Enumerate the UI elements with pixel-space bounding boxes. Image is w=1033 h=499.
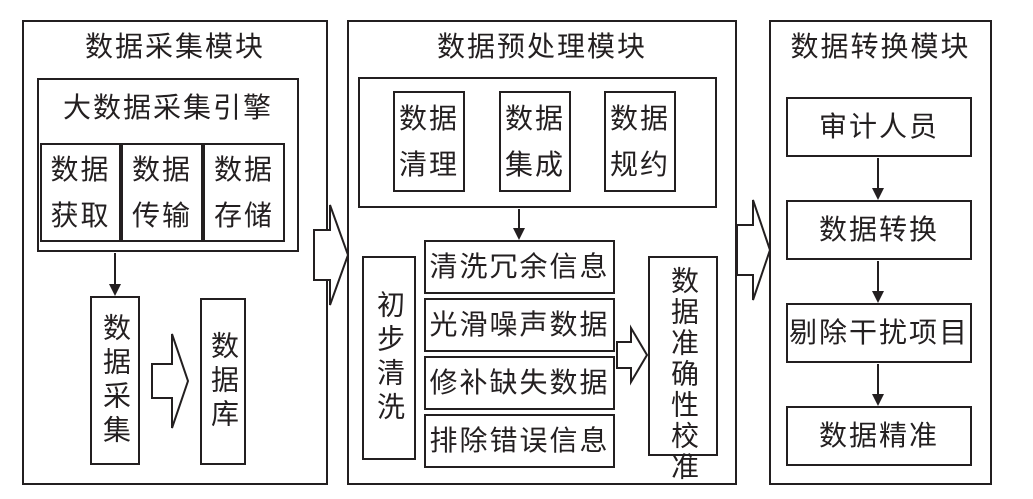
clean-item-noise: 光滑噪声数据 bbox=[424, 298, 615, 352]
database-label: 数据库 bbox=[207, 330, 240, 433]
clean-item-error: 排除错误信息 bbox=[424, 414, 615, 468]
conversion-module-title: 数据转换模块 bbox=[790, 30, 971, 63]
engine-step-transfer: 数据 传输 bbox=[121, 143, 203, 242]
engine-step-store-line1: 数据 bbox=[213, 152, 274, 186]
engine-step-store-line2: 存储 bbox=[213, 198, 274, 232]
block-arrow-preprocessing-to-conversion bbox=[736, 199, 772, 301]
conversion-step-remove-interference: 剔除干扰项目 bbox=[786, 303, 972, 363]
preprocess-step-clean: 数据 清理 bbox=[393, 91, 465, 192]
conversion-step-convert: 数据转换 bbox=[786, 200, 972, 260]
engine-step-transfer-line1: 数据 bbox=[131, 152, 192, 186]
collection-engine-title: 大数据采集引擎 bbox=[62, 91, 273, 124]
engine-step-acquire-line1: 数据 bbox=[50, 152, 111, 186]
preprocess-step-reduce: 数据 规约 bbox=[604, 91, 676, 192]
engine-step-store: 数据 存储 bbox=[203, 143, 285, 242]
arrowhead-remove-to-precise bbox=[872, 394, 884, 406]
arrowhead-engine-to-collect bbox=[109, 284, 121, 296]
arrowhead-preprocess-to-clean bbox=[513, 228, 525, 240]
preprocess-step-reduce-line1: 数据 bbox=[609, 101, 670, 135]
preprocess-step-integrate-line1: 数据 bbox=[504, 101, 565, 135]
arrowhead-auditor-to-convert bbox=[872, 188, 884, 200]
engine-step-acquire: 数据 获取 bbox=[40, 143, 121, 242]
preprocess-step-clean-line2: 清理 bbox=[398, 147, 459, 181]
preprocessing-module-title: 数据预处理模块 bbox=[436, 30, 647, 63]
conversion-step-auditor: 审计人员 bbox=[786, 97, 972, 157]
initial-clean-label: 初步清洗 bbox=[373, 290, 406, 426]
preprocess-step-integrate: 数据 集成 bbox=[499, 91, 571, 192]
arrowhead-convert-to-remove bbox=[872, 291, 884, 303]
database-box: 数据库 bbox=[200, 298, 246, 465]
block-arrow-clean-to-calibration bbox=[616, 324, 649, 386]
block-arrow-collection-to-preprocessing bbox=[313, 204, 350, 306]
calibration-box: 数据准确性校准 bbox=[648, 256, 718, 483]
initial-clean-box: 初步清洗 bbox=[362, 256, 416, 460]
collection-module-title: 数据采集模块 bbox=[84, 30, 265, 63]
block-arrow-collect-to-database bbox=[151, 333, 190, 429]
preprocess-step-integrate-line2: 集成 bbox=[504, 147, 565, 181]
engine-step-transfer-line2: 传输 bbox=[131, 198, 192, 232]
engine-step-acquire-line2: 获取 bbox=[50, 198, 111, 232]
preprocess-step-clean-line1: 数据 bbox=[398, 101, 459, 135]
data-collect-box: 数据采集 bbox=[90, 296, 140, 465]
data-collect-label: 数据采集 bbox=[99, 312, 132, 449]
clean-item-redundant: 清洗冗余信息 bbox=[424, 240, 615, 294]
clean-item-missing: 修补缺失数据 bbox=[424, 356, 615, 410]
preprocess-step-reduce-line2: 规约 bbox=[609, 147, 670, 181]
conversion-step-precise: 数据精准 bbox=[786, 406, 972, 466]
